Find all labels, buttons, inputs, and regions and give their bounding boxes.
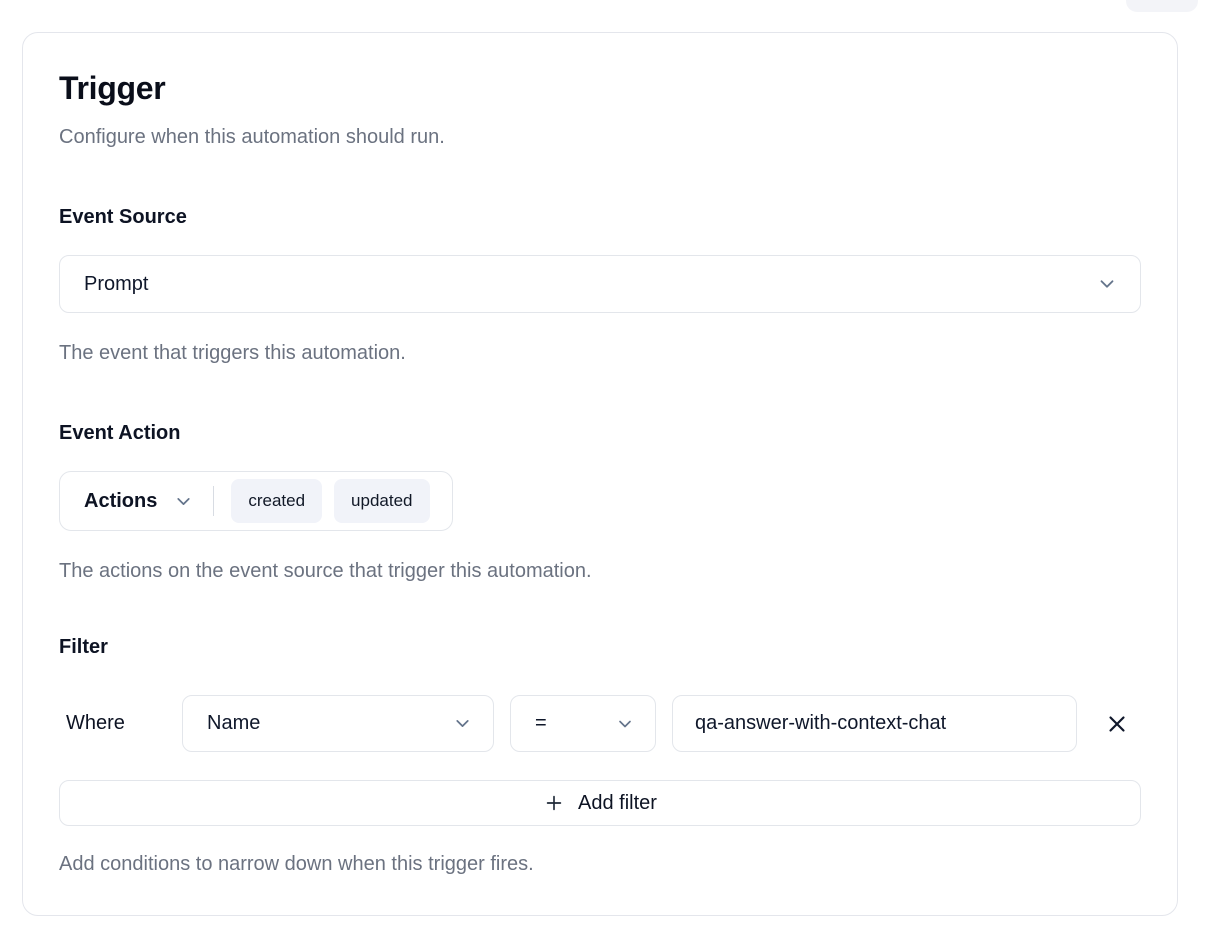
add-filter-button[interactable]: Add filter xyxy=(59,780,1141,826)
filter-label: Filter xyxy=(59,636,108,658)
filter-operator-value: = xyxy=(535,712,547,734)
page-title: Trigger xyxy=(59,70,166,106)
chevron-down-icon xyxy=(452,713,473,734)
page-subtitle: Configure when this automation should ru… xyxy=(59,126,445,148)
plus-icon xyxy=(543,792,565,814)
vertical-divider xyxy=(213,486,215,516)
partial-cropped-element xyxy=(1126,0,1198,12)
action-chip-created: created xyxy=(231,479,323,523)
chevron-down-icon xyxy=(1096,273,1118,295)
chevron-down-icon xyxy=(173,491,194,512)
event-action-help: The actions on the event source that tri… xyxy=(59,560,592,582)
filter-field-select[interactable]: Name xyxy=(182,695,494,752)
trigger-card: Trigger Configure when this automation s… xyxy=(22,32,1178,916)
actions-dropdown[interactable]: Actions xyxy=(84,490,194,513)
filter-help: Add conditions to narrow down when this … xyxy=(59,853,534,875)
where-label: Where xyxy=(66,712,125,734)
action-chips: created updated xyxy=(231,479,430,523)
event-source-label: Event Source xyxy=(59,206,187,228)
event-action-control: Actions created updated xyxy=(59,471,453,531)
event-action-label: Event Action xyxy=(59,422,181,444)
filter-value-input[interactable] xyxy=(672,695,1077,752)
filter-field-value: Name xyxy=(207,712,261,734)
filter-operator-select[interactable]: = xyxy=(510,695,656,752)
add-filter-label: Add filter xyxy=(578,791,657,814)
event-source-selected-value: Prompt xyxy=(84,272,149,295)
remove-filter-button[interactable] xyxy=(1093,700,1141,748)
action-chip-updated: updated xyxy=(334,479,430,523)
close-icon xyxy=(1104,711,1130,737)
chevron-down-icon xyxy=(615,714,635,734)
event-source-help: The event that triggers this automation. xyxy=(59,342,406,364)
event-source-select[interactable]: Prompt xyxy=(59,255,1141,313)
filter-row: Where Name = xyxy=(59,695,1141,752)
actions-dropdown-label: Actions xyxy=(84,489,158,512)
